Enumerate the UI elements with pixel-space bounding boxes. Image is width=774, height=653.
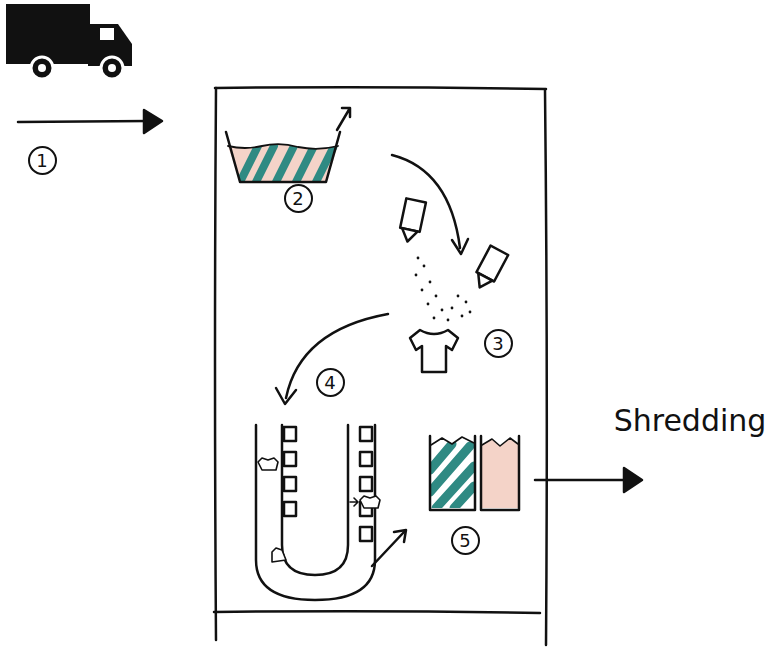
callout-number: 5 xyxy=(451,526,480,555)
truck-icon xyxy=(6,4,132,79)
flow-arrow xyxy=(392,155,460,248)
washing-bath xyxy=(220,108,350,185)
flow-arrow xyxy=(286,314,388,398)
callout-number: 2 xyxy=(284,184,313,213)
sorted-bins xyxy=(428,430,522,512)
output-label: Shredding xyxy=(614,403,767,438)
facility-outline xyxy=(214,87,547,645)
conveyor-loop xyxy=(256,425,380,600)
callout-number: 1 xyxy=(28,146,57,175)
output-arrow xyxy=(535,479,628,482)
callout-number: 3 xyxy=(484,329,513,358)
flow-arrow xyxy=(372,532,404,566)
delivery-arrow xyxy=(18,121,148,122)
callout-number: 4 xyxy=(316,368,345,397)
